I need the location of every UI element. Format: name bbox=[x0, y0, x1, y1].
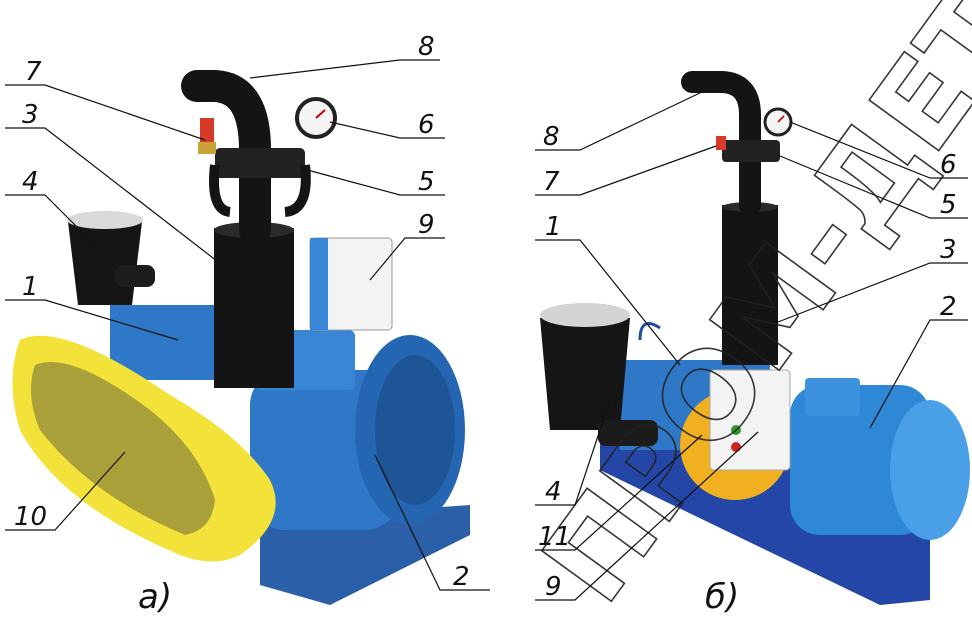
callout-b-4: 4 bbox=[545, 477, 562, 507]
callout-b-11: 11 bbox=[538, 522, 571, 552]
callout-a-4: 4 bbox=[22, 167, 39, 197]
callout-b-1: 1 bbox=[545, 212, 562, 242]
callout-a-8: 8 bbox=[418, 32, 435, 62]
silencer-b bbox=[722, 205, 778, 365]
silencer-a bbox=[214, 228, 294, 388]
caption-b: б) bbox=[705, 577, 739, 617]
callout-a-7: 7 bbox=[25, 57, 42, 87]
air-filter-a bbox=[68, 222, 142, 305]
callout-a-1: 1 bbox=[22, 272, 39, 302]
callout-b-3: 3 bbox=[940, 235, 957, 265]
callout-a-5: 5 bbox=[418, 167, 435, 197]
callouts-panel-b: 8 7 1 6 5 3 2 4 11 9 б) bbox=[535, 91, 968, 617]
control-box-b bbox=[709, 369, 791, 471]
callout-a-6: 6 bbox=[418, 110, 435, 140]
callout-b-5: 5 bbox=[940, 190, 957, 220]
callout-b-9: 9 bbox=[545, 572, 562, 602]
callout-a-2: 2 bbox=[453, 562, 470, 592]
callouts-panel-a: 8 7 3 4 1 6 5 9 10 2 а) bbox=[5, 32, 490, 617]
callout-b-8: 8 bbox=[543, 122, 560, 152]
air-filter-b bbox=[540, 318, 630, 430]
callout-b-2: 2 bbox=[940, 292, 957, 322]
callout-b-7: 7 bbox=[543, 167, 560, 197]
callout-a-10: 10 bbox=[14, 502, 47, 532]
caption-a: а) bbox=[138, 577, 172, 617]
panel-b-photo bbox=[540, 71, 970, 605]
panel-a-photo bbox=[12, 70, 470, 605]
callout-a-9: 9 bbox=[418, 210, 435, 240]
callout-a-3: 3 bbox=[22, 100, 39, 130]
callout-b-6: 6 bbox=[940, 150, 957, 180]
